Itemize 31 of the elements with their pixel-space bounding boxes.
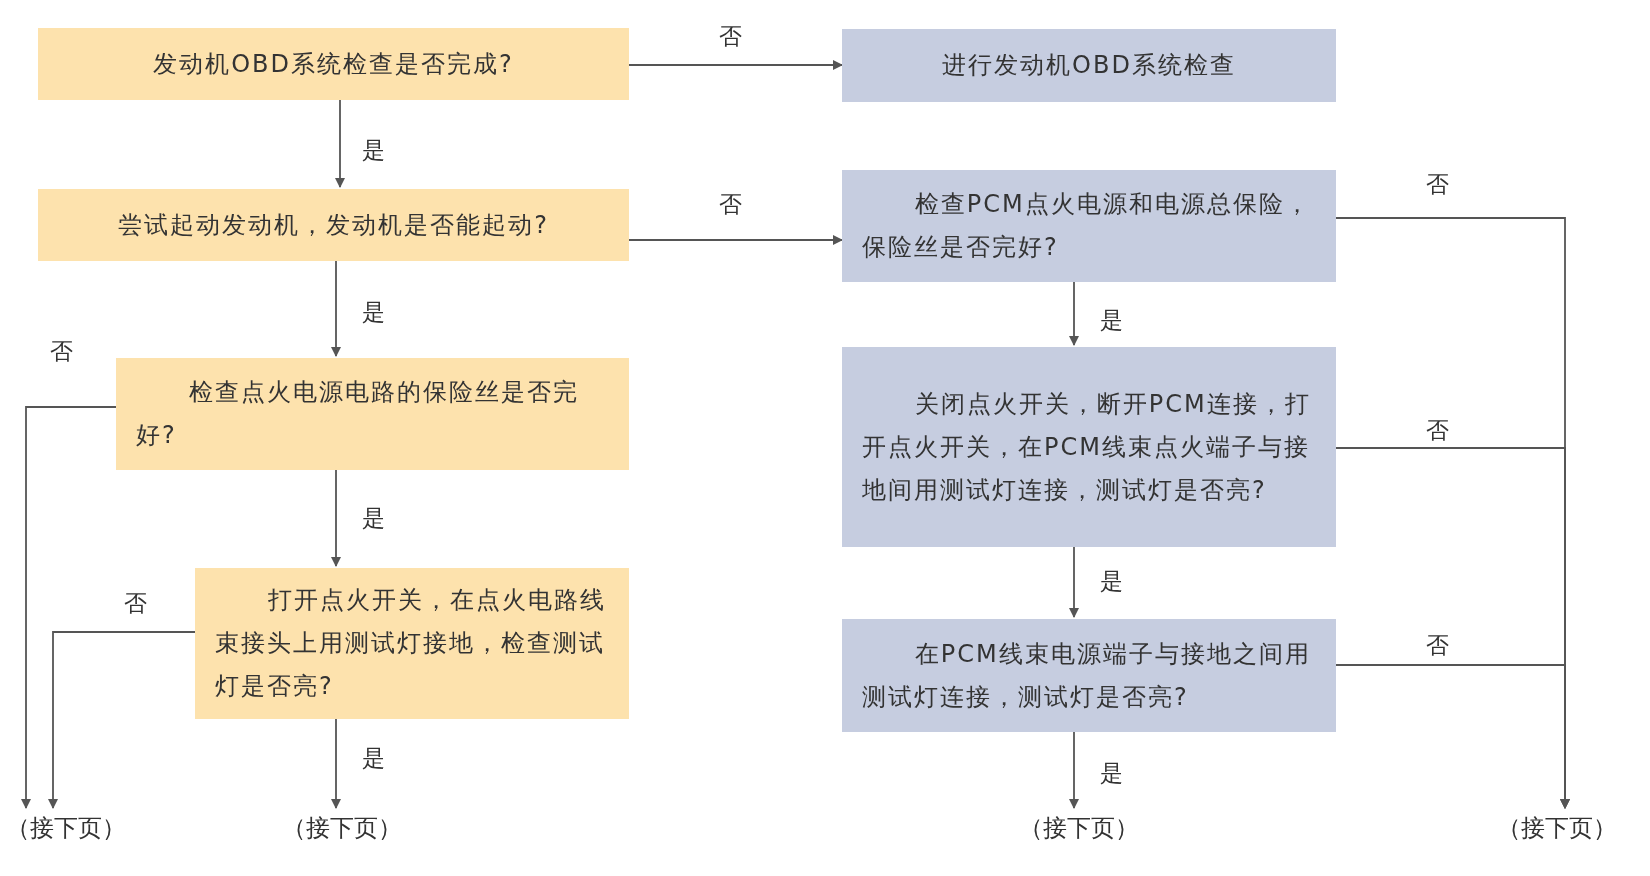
edge-label: 是 [1098, 567, 1125, 595]
decision-box: 发动机OBD系统检查是否完成? [38, 28, 629, 100]
decision-box: 检查PCM点火电源和电源总保险，保险丝是否完好? [842, 170, 1336, 282]
process-box: 进行发动机OBD系统检查 [842, 29, 1336, 102]
edge-label: 是 [360, 298, 387, 326]
arrow [48, 631, 196, 809]
arrow [1069, 731, 1079, 809]
decision-box: 打开点火开关，在点火电路线束接头上用测试灯接地，检查测试灯是否亮? [195, 568, 629, 719]
decision-box: 检查点火电源电路的保险丝是否完好? [116, 358, 629, 470]
edge-label: 是 [360, 504, 387, 532]
decision-box: 尝试起动发动机，发动机是否能起动? [38, 189, 629, 261]
decision-box: 在PCM线束电源端子与接地之间用测试灯连接，测试灯是否亮? [842, 619, 1336, 732]
edge-label: 是 [1098, 306, 1125, 334]
arrow [21, 406, 117, 809]
arrow [335, 99, 345, 188]
arrow [331, 469, 341, 567]
continuation-note: （接下页） [1496, 812, 1618, 844]
arrow [331, 260, 341, 357]
arrow [331, 718, 341, 809]
arrow [628, 235, 843, 245]
continuation-note: （接下页） [5, 812, 127, 844]
continuation-note: （接下页） [281, 812, 403, 844]
arrow [628, 60, 843, 70]
arrow [1335, 664, 1570, 809]
arrow [1069, 546, 1079, 618]
decision-box: 关闭点火开关，断开PCM连接，打开点火开关，在PCM线束点火端子与接地间用测试灯连接，测试灯是否亮? [842, 347, 1336, 547]
edge-label: 是 [1098, 759, 1125, 787]
edge-label: 是 [360, 136, 387, 164]
continuation-note: （接下页） [1018, 812, 1140, 844]
edge-label: 是 [360, 744, 387, 772]
arrow [1069, 281, 1079, 346]
